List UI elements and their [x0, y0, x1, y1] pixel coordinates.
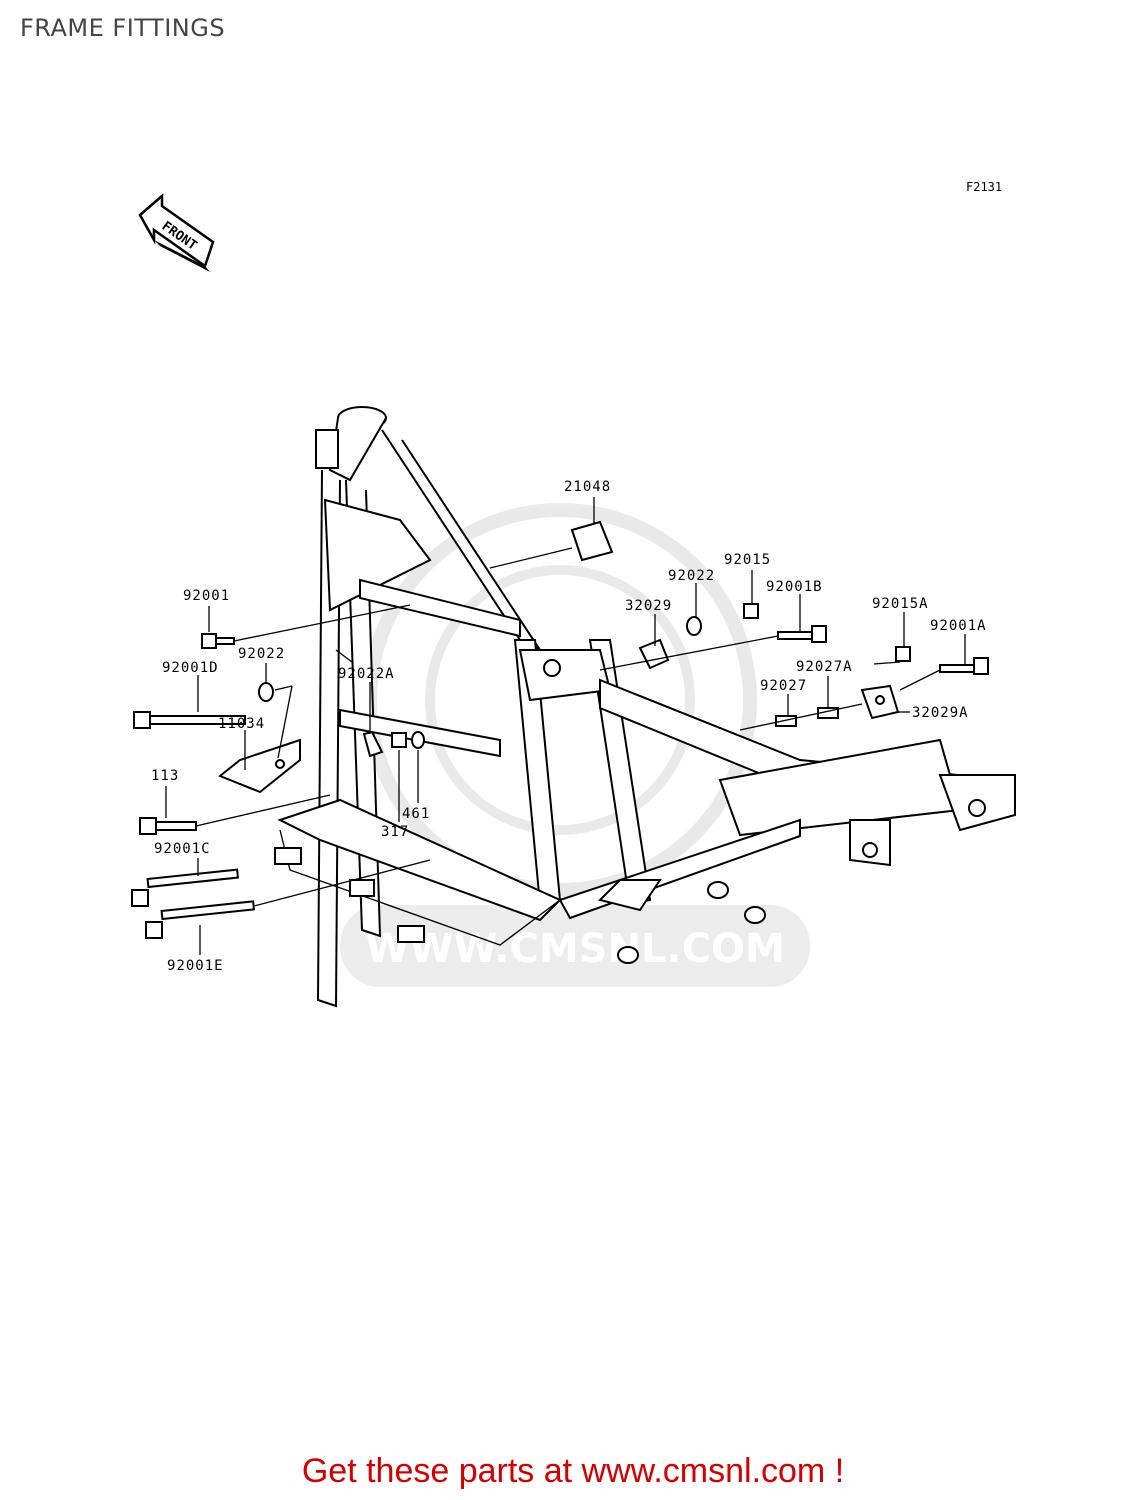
part-label-92022A: 92022A	[338, 666, 395, 682]
part-label-92022-top: 92022	[668, 568, 715, 584]
frame-fittings-diagram: WWW.CMSNL.COM FRONT	[131, 193, 1016, 1008]
part-label-21048: 21048	[564, 479, 611, 495]
leader-lines	[165, 497, 966, 955]
part-labels: 21048 92015 92022 92001B 32029 92015A 92…	[151, 479, 987, 974]
part-label-92022-left: 92022	[238, 646, 285, 662]
part-label-92027: 92027	[760, 678, 807, 694]
part-label-113: 113	[151, 768, 179, 784]
fasteners	[131, 520, 989, 939]
part-label-92015A: 92015A	[872, 596, 929, 612]
part-label-92015: 92015	[724, 552, 771, 568]
front-arrow-icon: FRONT	[138, 193, 215, 272]
part-label-92001A: 92001A	[930, 618, 987, 634]
watermark: WWW.CMSNL.COM	[340, 503, 810, 987]
part-label-32029A: 32029A	[912, 705, 969, 721]
part-label-92001D: 92001D	[162, 660, 219, 676]
part-label-92001B: 92001B	[766, 579, 823, 595]
figure-code: F2131	[966, 180, 1003, 194]
part-label-11034: 11034	[218, 716, 265, 732]
part-label-32029: 32029	[625, 598, 672, 614]
part-label-92001C: 92001C	[154, 841, 211, 857]
motorcycle-frame	[274, 406, 1016, 1008]
part-label-461: 461	[402, 806, 430, 822]
page-title: FRAME FITTINGS	[20, 14, 226, 42]
part-label-92001: 92001	[183, 588, 230, 604]
part-label-92001E: 92001E	[167, 958, 224, 974]
part-label-317: 317	[381, 824, 409, 840]
watermark-text: WWW.CMSNL.COM	[365, 926, 785, 972]
parts-cta-link[interactable]: Get these parts at www.cmsnl.com !	[301, 1452, 845, 1490]
part-label-92027A: 92027A	[796, 659, 853, 675]
